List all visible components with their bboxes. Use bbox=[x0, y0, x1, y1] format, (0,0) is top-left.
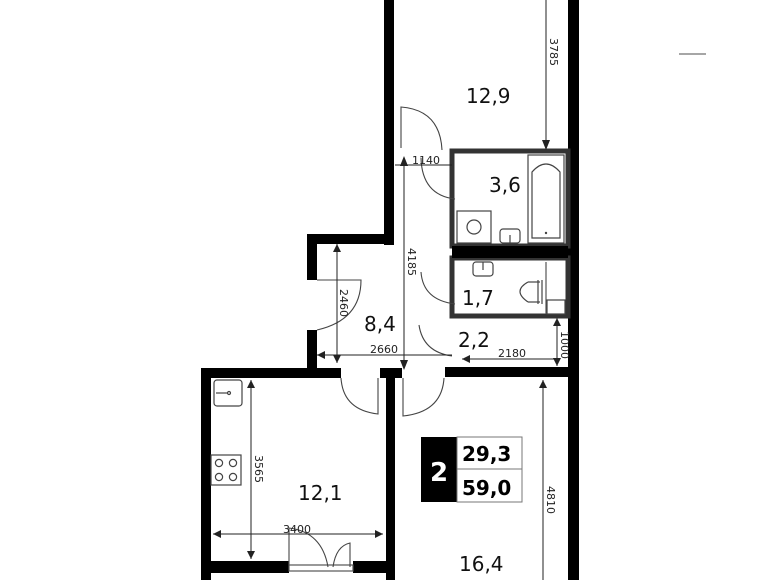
room-living-area: 16,4 bbox=[459, 552, 504, 576]
dim-bath-door: 1140 bbox=[412, 154, 440, 167]
room-toilet-area: 1,7 bbox=[462, 286, 494, 310]
toilet-icon bbox=[519, 281, 529, 303]
door-corridor[interactable] bbox=[418, 324, 453, 357]
fixtures bbox=[210, 154, 566, 486]
bathtub-icon bbox=[531, 163, 561, 239]
door-toilet[interactable] bbox=[420, 271, 456, 305]
door-living[interactable] bbox=[402, 377, 445, 417]
dim-corridor-width: 2180 bbox=[498, 347, 526, 360]
room-corridor-area: 2,2 bbox=[458, 328, 490, 352]
living-area-value: 29,3 bbox=[462, 442, 511, 466]
dim-hall-width: 2660 bbox=[370, 343, 398, 356]
room-hall-area: 8,4 bbox=[364, 312, 396, 336]
washing-machine-icon bbox=[456, 210, 492, 244]
dim-kitchen-width: 3400 bbox=[283, 523, 311, 536]
room-labels: 12,9 3,6 1,7 8,4 2,2 12,1 16,4 bbox=[298, 84, 521, 576]
room-kitchen-area: 12,1 bbox=[298, 481, 343, 505]
dim-living-depth: 4810 bbox=[544, 486, 557, 514]
dim-corridor-depth: 1000 bbox=[558, 331, 571, 359]
dim-hall-length: 4185 bbox=[405, 248, 418, 276]
door-kitchen[interactable] bbox=[340, 377, 379, 415]
stove-icon bbox=[210, 454, 242, 486]
room-bathroom-area: 3,6 bbox=[489, 173, 521, 197]
door-bedroom[interactable] bbox=[400, 106, 443, 151]
walls bbox=[201, 0, 579, 580]
dimension-lines: 3785 1140 4185 2460 2660 2180 1000 3565 … bbox=[213, 0, 571, 580]
dim-bedroom-height: 3785 bbox=[547, 38, 560, 66]
room-count: 2 bbox=[430, 458, 448, 488]
door-entrance[interactable] bbox=[316, 279, 362, 331]
summary-badge: 2 29,3 59,0 bbox=[421, 436, 523, 503]
dim-entrance: 2460 bbox=[337, 289, 350, 317]
room-bedroom-area: 12,9 bbox=[466, 84, 511, 108]
door-balcony[interactable] bbox=[288, 527, 329, 568]
total-area-value: 59,0 bbox=[462, 476, 511, 500]
dim-kitchen-depth: 3565 bbox=[252, 455, 265, 483]
kitchen-sink-icon bbox=[213, 379, 243, 407]
